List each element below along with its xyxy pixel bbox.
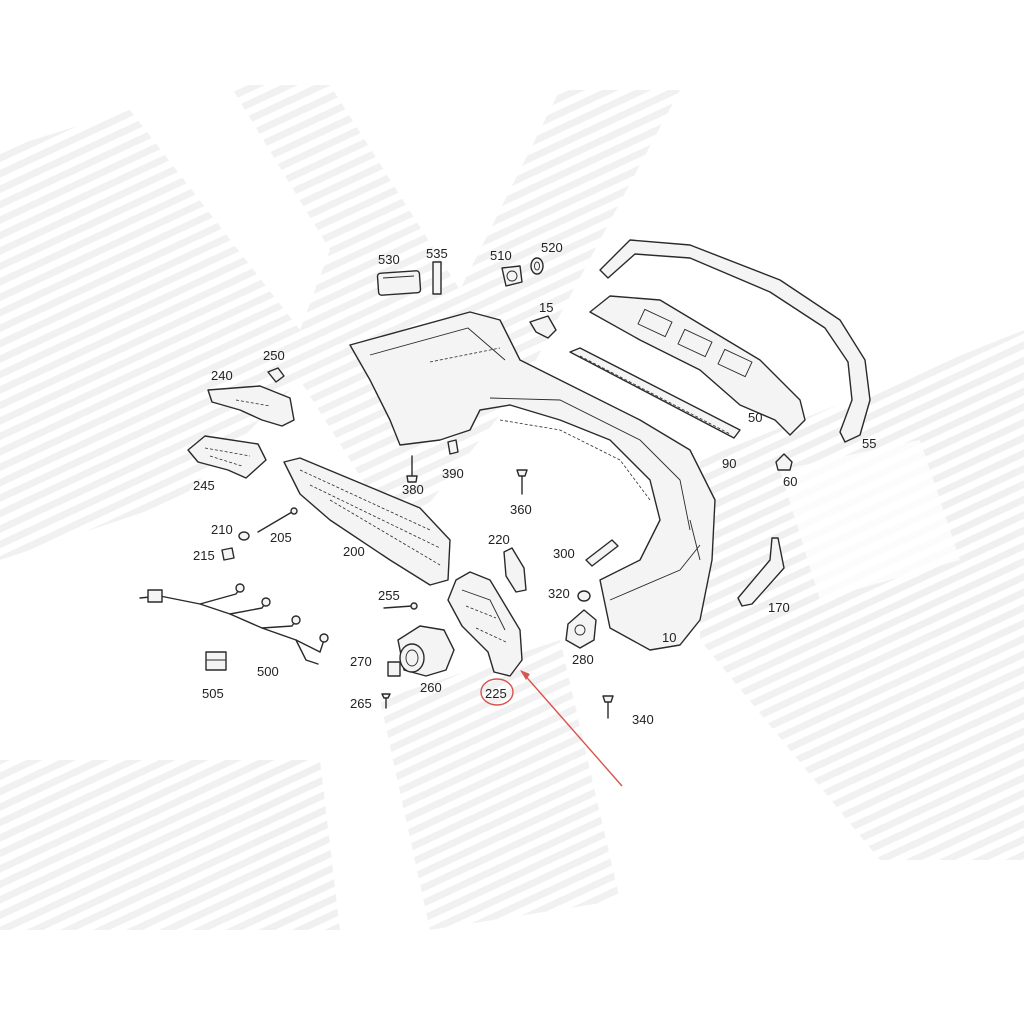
label-part-380[interactable]: 380	[402, 482, 424, 497]
label-part-220[interactable]: 220	[488, 532, 510, 547]
label-part-500[interactable]: 500	[257, 664, 279, 679]
label-part-530[interactable]: 530	[378, 252, 400, 267]
part-10-bumper-cover[interactable]	[349, 311, 716, 651]
part-210-drawing[interactable]	[238, 531, 250, 541]
label-part-55[interactable]: 55	[862, 436, 876, 451]
part-55-drawing[interactable]	[599, 239, 871, 443]
part-240-drawing[interactable]	[207, 385, 295, 427]
part-530-drawing[interactable]	[376, 270, 422, 296]
part-280-drawing[interactable]	[565, 609, 597, 649]
label-part-260[interactable]: 260	[420, 680, 442, 695]
label-part-265[interactable]: 265	[350, 696, 372, 711]
label-part-280[interactable]: 280	[572, 652, 594, 667]
label-part-535[interactable]: 535	[426, 246, 448, 261]
label-part-255[interactable]: 255	[378, 588, 400, 603]
part-390-drawing[interactable]	[447, 439, 459, 455]
part-15-drawing[interactable]	[529, 315, 557, 339]
part-205-drawing[interactable]	[257, 507, 298, 533]
label-part-210[interactable]: 210	[211, 522, 233, 537]
label-part-205[interactable]: 205	[270, 530, 292, 545]
label-part-90[interactable]: 90	[722, 456, 736, 471]
label-part-320[interactable]: 320	[548, 586, 570, 601]
part-255-drawing[interactable]	[383, 602, 418, 610]
part-260-drawing[interactable]	[397, 625, 455, 677]
part-60-drawing[interactable]	[775, 453, 793, 471]
part-340-drawing[interactable]	[602, 695, 614, 719]
part-225-drawing[interactable]	[447, 571, 523, 677]
label-part-510[interactable]: 510	[490, 248, 512, 263]
label-part-300[interactable]: 300	[553, 546, 575, 561]
label-part-340[interactable]: 340	[632, 712, 654, 727]
part-250-drawing[interactable]	[267, 367, 285, 383]
label-part-390[interactable]: 390	[442, 466, 464, 481]
part-200-drawing[interactable]	[283, 457, 451, 586]
part-300-drawing[interactable]	[585, 539, 619, 567]
label-part-245[interactable]: 245	[193, 478, 215, 493]
part-50-drawing[interactable]	[589, 295, 806, 436]
label-part-215[interactable]: 215	[193, 548, 215, 563]
part-500-drawing[interactable]	[139, 583, 329, 665]
label-part-15[interactable]: 15	[539, 300, 553, 315]
part-215-drawing[interactable]	[221, 547, 235, 561]
part-170-drawing[interactable]	[737, 537, 785, 607]
part-380-drawing[interactable]	[406, 455, 418, 483]
part-220-drawing[interactable]	[503, 547, 527, 593]
part-245-drawing[interactable]	[187, 435, 267, 479]
part-510-drawing[interactable]	[501, 265, 523, 287]
part-265-drawing[interactable]	[381, 693, 391, 709]
label-part-240[interactable]: 240	[211, 368, 233, 383]
label-part-10[interactable]: 10	[662, 630, 676, 645]
part-505-drawing[interactable]	[205, 651, 227, 671]
label-part-250[interactable]: 250	[263, 348, 285, 363]
label-part-50[interactable]: 50	[748, 410, 762, 425]
label-part-225[interactable]: 225	[485, 686, 507, 701]
label-part-270[interactable]: 270	[350, 654, 372, 669]
part-520-drawing[interactable]	[530, 257, 544, 275]
label-part-505[interactable]: 505	[202, 686, 224, 701]
highlight-arrow	[520, 670, 623, 787]
part-535-drawing[interactable]	[432, 261, 442, 295]
label-part-520[interactable]: 520	[541, 240, 563, 255]
part-360-drawing[interactable]	[516, 469, 528, 495]
highlight-circle-225	[480, 678, 514, 706]
part-labels: 10 15 50 55 60 90 170 200 205 210 215 22…	[193, 240, 876, 727]
part-270-drawing[interactable]	[387, 661, 401, 677]
watermark	[0, 85, 1024, 930]
label-part-170[interactable]: 170	[768, 600, 790, 615]
label-part-200[interactable]: 200	[343, 544, 365, 559]
part-90-drawing[interactable]	[569, 347, 741, 439]
part-320-drawing[interactable]	[577, 590, 591, 602]
label-part-360[interactable]: 360	[510, 502, 532, 517]
label-part-60[interactable]: 60	[783, 474, 797, 489]
